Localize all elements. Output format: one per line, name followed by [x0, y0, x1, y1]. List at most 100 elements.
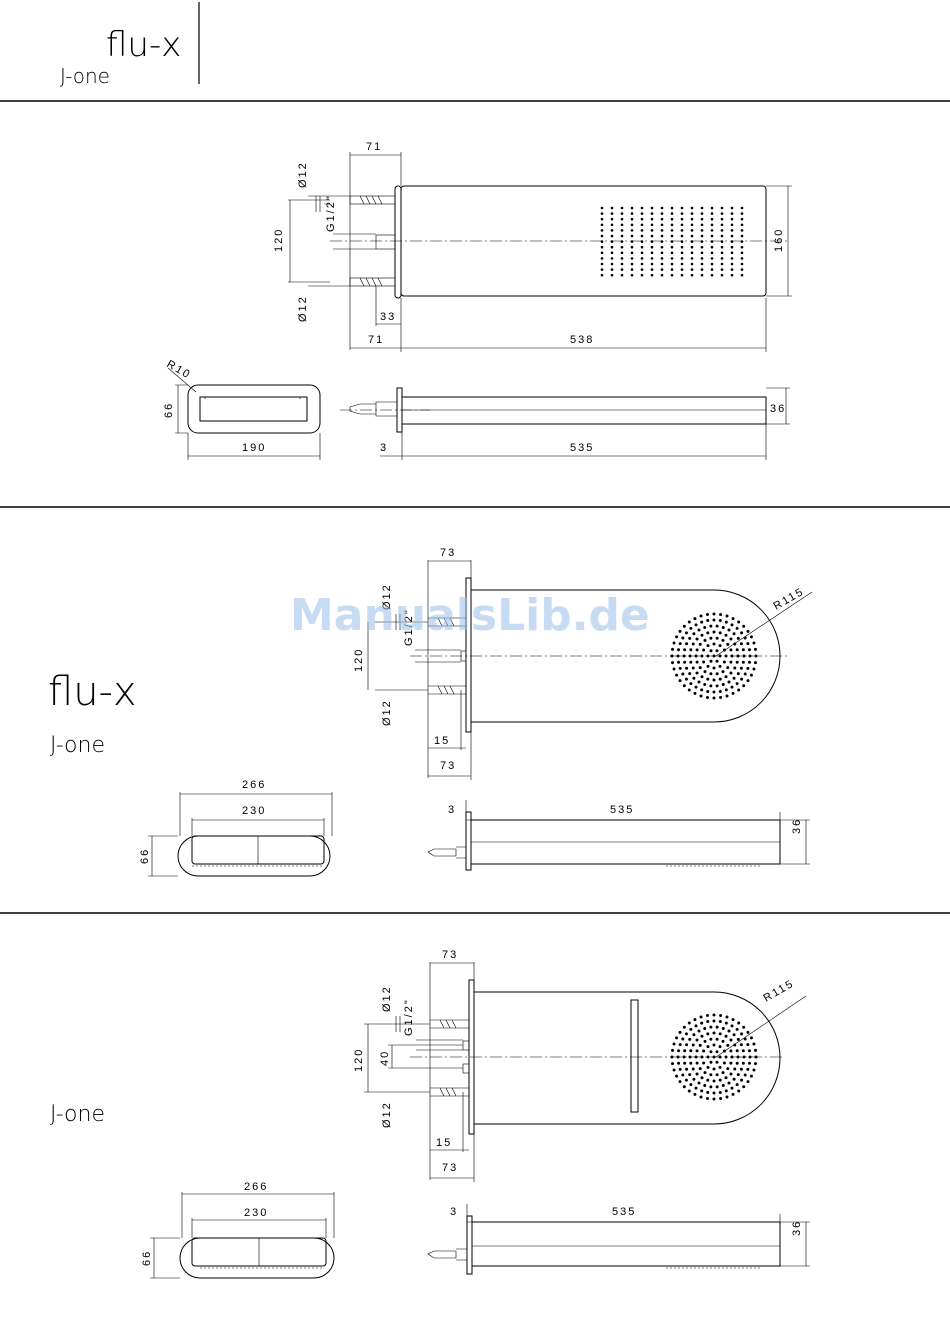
nozzle-dot	[732, 692, 735, 695]
nozzle-dot	[698, 629, 701, 632]
nozzle-dot	[689, 1062, 692, 1065]
s1-dim-inlet-depth: 71	[366, 141, 382, 153]
nozzle-dot	[698, 680, 701, 683]
s2-dim-radius-leader	[716, 592, 812, 656]
nozzle-dot	[681, 673, 684, 676]
s2-dim-thick: 36	[791, 818, 803, 834]
nozzle-dot	[692, 677, 695, 680]
nozzle-dot	[681, 637, 684, 640]
nozzle-dot	[737, 1073, 740, 1076]
section-2-label: flu-x J-one	[48, 669, 137, 758]
nozzle-dot	[688, 688, 691, 691]
nozzle-dot	[736, 627, 739, 630]
section-2-top-view: 73 Ø12 120 Ø12 G1/2" 15 73 R115	[353, 547, 812, 780]
s1-side-body	[402, 397, 766, 424]
nozzle-dot	[741, 257, 744, 260]
nozzle-dot	[729, 1039, 732, 1042]
nozzle-dot	[681, 212, 684, 215]
nozzle-dot	[722, 1071, 725, 1074]
nozzle-dot	[631, 229, 634, 232]
nozzle-dot	[729, 661, 732, 664]
nozzle-dot	[691, 257, 694, 260]
nozzle-dot	[611, 274, 614, 277]
nozzle-dot	[601, 218, 604, 221]
nozzle-dot	[711, 252, 714, 255]
nozzle-dot	[704, 1071, 707, 1074]
nozzle-dot	[737, 637, 740, 640]
nozzle-dot	[681, 1074, 684, 1077]
nozzle-dot	[725, 1089, 728, 1092]
nozzle-dot	[631, 212, 634, 215]
nozzle-dot	[725, 634, 728, 637]
nozzle-dot	[736, 1049, 739, 1052]
nozzle-dot	[719, 1097, 722, 1100]
nozzle-dot	[746, 1043, 749, 1046]
nozzle-dot	[706, 696, 709, 699]
section-1-top-view: 71 120 Ø12 Ø12 G1/2" 33 71 538 160	[273, 141, 792, 352]
nozzle-dot	[740, 642, 743, 645]
nozzle-dot	[688, 1022, 691, 1025]
nozzle-dot	[722, 1084, 725, 1087]
nozzle-dot	[742, 1085, 745, 1088]
nozzle-dot	[651, 268, 654, 271]
nozzle-dot	[631, 218, 634, 221]
s3-front-plate	[180, 1238, 334, 1278]
s1-dim-length-line	[350, 298, 766, 352]
nozzle-dot	[693, 617, 696, 620]
s3-dim-dia-top: Ø12	[381, 985, 393, 1012]
nozzle-dot	[699, 666, 702, 669]
nozzle-dot	[733, 1033, 736, 1036]
nozzle-dot	[713, 631, 716, 634]
nozzle-dot	[691, 224, 694, 227]
nozzle-dot	[611, 212, 614, 215]
nozzle-dot	[737, 1038, 740, 1041]
nozzle-dot	[661, 235, 664, 238]
nozzle-dot	[683, 1026, 686, 1029]
nozzle-dot	[733, 632, 736, 635]
nozzle-dot	[621, 252, 624, 255]
nozzle-dot	[719, 1045, 722, 1048]
s3-dim-height: 66	[141, 1250, 153, 1266]
nozzle-dot	[706, 1014, 709, 1017]
nozzle-dot	[661, 263, 664, 266]
nozzle-dot	[673, 642, 676, 645]
nozzle-dot	[737, 1089, 740, 1092]
nozzle-dot	[691, 207, 694, 210]
nozzle-dot	[688, 621, 691, 624]
nozzle-dot	[741, 224, 744, 227]
s1-dim-flange: 3	[380, 442, 388, 454]
nozzle-dot	[736, 648, 739, 651]
nozzle-dot	[631, 224, 634, 227]
nozzle-dot	[601, 252, 604, 255]
nozzle-dot	[728, 1081, 731, 1084]
s3-pipe-top	[430, 1020, 469, 1028]
nozzle-dot	[736, 1062, 739, 1065]
nozzle-dot	[713, 1032, 716, 1035]
s1-dim-arm: 535	[570, 442, 594, 454]
nozzle-dot	[700, 615, 703, 618]
nozzle-dot	[742, 1062, 745, 1065]
nozzle-dot	[692, 667, 695, 670]
nozzle-dot	[675, 1036, 678, 1039]
nozzle-dot	[744, 1074, 747, 1077]
nozzle-dot	[698, 1081, 701, 1084]
nozzle-dot	[719, 678, 722, 681]
nozzle-dot	[681, 263, 684, 266]
nozzle-dot	[701, 246, 704, 249]
nozzle-dot	[683, 1049, 686, 1052]
header-logo: flu-x J-one	[60, 2, 199, 88]
nozzle-dot	[691, 246, 694, 249]
nozzle-dot	[707, 644, 710, 647]
nozzle-dot	[716, 1026, 719, 1029]
nozzle-dot	[716, 660, 719, 663]
nozzle-dot	[706, 613, 709, 616]
nozzle-dot	[731, 263, 734, 266]
nozzle-dot	[702, 1050, 705, 1053]
s2-dim-inner: 230	[242, 805, 266, 817]
s2-dim-dia-bottom: Ø12	[381, 699, 393, 726]
nozzle-dot	[710, 660, 713, 663]
nozzle-dot	[750, 1075, 753, 1078]
nozzle-dot	[679, 667, 682, 670]
nozzle-dot	[671, 252, 674, 255]
nozzle-dot	[742, 625, 745, 628]
